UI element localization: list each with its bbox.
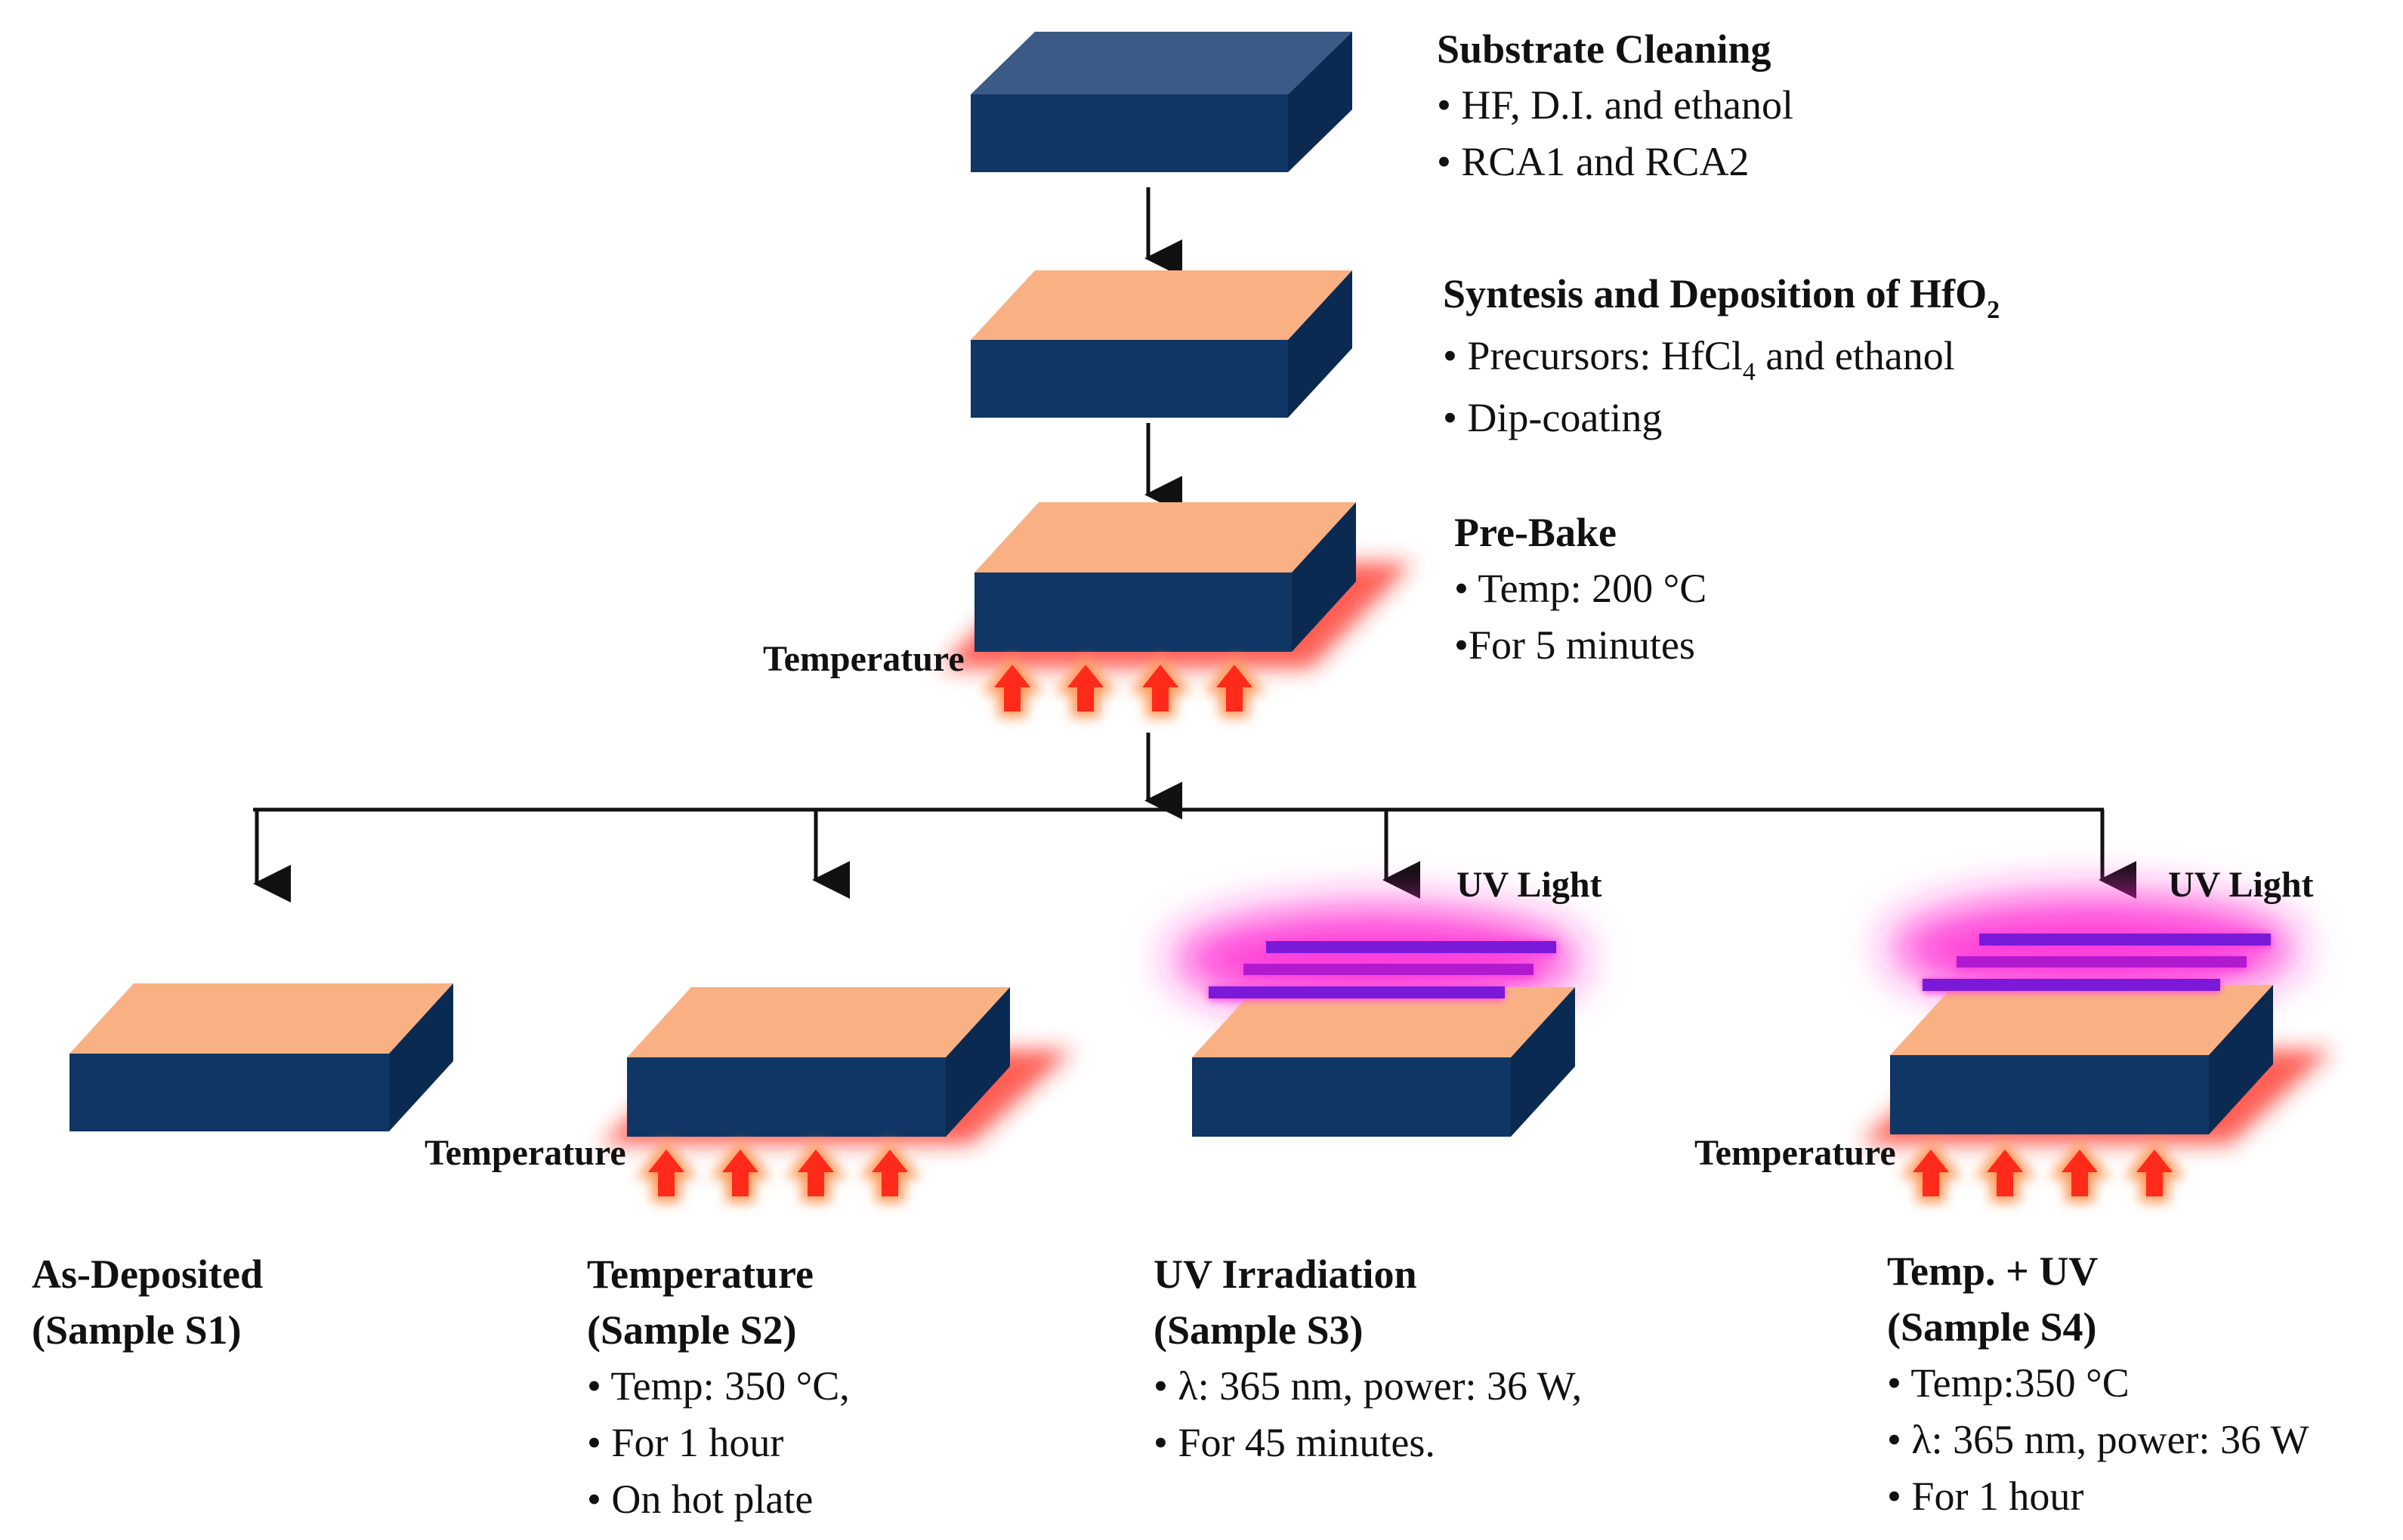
sample-item: • On hot plate — [587, 1477, 814, 1522]
item-text: and ethanol — [1755, 333, 1955, 378]
substrate-top — [971, 32, 1352, 94]
film-top — [69, 983, 453, 1054]
sample-title: As-Deposited — [32, 1251, 263, 1297]
step-title: Pre-Bake — [1454, 510, 1617, 555]
uv-glow — [1172, 906, 1580, 1012]
coated-block-prebake — [974, 502, 1356, 652]
sample-item: • Temp: 350 °C, — [587, 1363, 850, 1409]
film-top — [1890, 985, 2273, 1055]
heat-arrow-icon — [994, 665, 1030, 711]
sample-item: • Temp:350 °C — [1887, 1360, 2130, 1406]
substrate-block — [971, 32, 1352, 172]
sample-s3: UV Irradiation (Sample S3) • λ: 365 nm, … — [1154, 1246, 1582, 1471]
title-text: Syntesis and Deposition of HfO — [1443, 271, 1988, 316]
heat-arrows-s2 — [635, 1140, 921, 1202]
heat-arrow-icon — [1216, 665, 1252, 711]
item-text: • Precursors: HfCl — [1443, 333, 1743, 378]
heat-arrow-icon — [1913, 1150, 1949, 1196]
sample-s4: Temp. + UV (Sample S4) • Temp:350 °C • λ… — [1887, 1243, 2309, 1525]
step-title: Syntesis and Deposition of HfO2 — [1443, 266, 2000, 328]
substrate-front — [69, 1054, 389, 1131]
coated-block-s2 — [627, 987, 1010, 1137]
title-subscript: 2 — [1987, 296, 2000, 324]
film-top — [627, 987, 1010, 1057]
substrate-front — [974, 572, 1292, 652]
uv-lamps-s3 — [1209, 941, 1556, 1000]
uv-lamp — [1957, 956, 2247, 968]
uv-light-label: UV Light — [1456, 865, 1602, 905]
temperature-label: Temperature — [1694, 1133, 1896, 1173]
sample-title: UV Irradiation — [1154, 1251, 1417, 1297]
item-subscript: 4 — [1742, 358, 1756, 386]
step-cleaning: Substrate Cleaning • HF, D.I. and ethano… — [1437, 21, 1793, 190]
heat-arrows-prebake — [981, 655, 1265, 718]
uv-lamp — [1923, 979, 2220, 991]
sample-id: (Sample S1) — [32, 1307, 242, 1353]
film-top — [971, 270, 1352, 340]
substrate-side — [1511, 987, 1575, 1137]
substrate-front — [1890, 1055, 2209, 1134]
heat-arrows-s4 — [1900, 1140, 2185, 1202]
step-item: • HF, D.I. and ethanol — [1437, 82, 1793, 128]
heat-arrow-icon — [872, 1150, 908, 1196]
substrate-front — [627, 1057, 946, 1137]
temperature-label: Temperature — [763, 639, 965, 679]
substrate-side — [1288, 270, 1352, 418]
flow-arrows — [253, 187, 2136, 903]
heat-arrow-icon — [1987, 1150, 2023, 1196]
step-item: • Precursors: HfCl4 and ethanol — [1443, 328, 2000, 390]
heat-arrow-icon — [2136, 1150, 2173, 1196]
step-prebake: Pre-Bake • Temp: 200 °C •For 5 minutes — [1454, 505, 1707, 674]
substrate-front — [971, 340, 1288, 418]
sample-title: Temperature — [587, 1251, 814, 1297]
sample-item: • For 45 minutes. — [1154, 1420, 1435, 1465]
substrate-side — [1292, 502, 1356, 652]
substrate-side — [2209, 985, 2273, 1134]
substrate-front — [971, 94, 1288, 172]
coated-block-s3 — [1192, 987, 1575, 1137]
substrate-front — [1192, 1057, 1511, 1137]
uv-lamps-s4 — [1923, 934, 2271, 992]
step-synthesis: Syntesis and Deposition of HfO2 • Precur… — [1443, 266, 2000, 446]
heat-arrow-icon — [2062, 1150, 2098, 1196]
heat-arrow-icon — [1142, 665, 1178, 711]
heat-arrow-icon — [722, 1150, 758, 1196]
substrate-side — [946, 987, 1010, 1137]
sample-s1: As-Deposited (Sample S1) — [32, 1246, 263, 1358]
sample-s2: Temperature (Sample S2) • Temp: 350 °C, … — [587, 1246, 850, 1528]
sample-title: Temp. + UV — [1887, 1248, 2099, 1294]
heat-arrow-icon — [798, 1150, 834, 1196]
coated-block-synthesis — [971, 270, 1352, 418]
film-top — [1192, 987, 1575, 1057]
sample-item: • For 1 hour — [587, 1420, 784, 1465]
sample-item: • λ: 365 nm, power: 36 W — [1887, 1417, 2309, 1462]
sample-id: (Sample S4) — [1887, 1304, 2097, 1350]
temperature-label: Temperature — [425, 1133, 626, 1173]
step-title: Substrate Cleaning — [1437, 26, 1771, 72]
film-top — [974, 502, 1356, 572]
substrate-side — [389, 983, 453, 1131]
sample-id: (Sample S3) — [1154, 1307, 1364, 1353]
coated-block-s4 — [1890, 985, 2273, 1134]
step-item: • Dip-coating — [1443, 395, 1663, 440]
sample-item: • λ: 365 nm, power: 36 W, — [1154, 1363, 1583, 1409]
sample-id: (Sample S2) — [587, 1307, 797, 1353]
coated-block-s1 — [69, 983, 453, 1131]
substrate-side — [1288, 32, 1352, 172]
step-item: • RCA1 and RCA2 — [1437, 139, 1750, 184]
step-item: • Temp: 200 °C — [1454, 566, 1707, 611]
heat-arrow-icon — [1067, 665, 1104, 711]
uv-lamp — [1209, 986, 1505, 998]
heat-arrow-icon — [648, 1150, 684, 1196]
step-item: •For 5 minutes — [1454, 622, 1695, 668]
uv-lamp — [1979, 934, 2271, 946]
uv-lamp — [1243, 964, 1534, 975]
uv-lamp — [1266, 941, 1556, 953]
uv-light-label: UV Light — [2168, 865, 2314, 905]
sample-item: • For 1 hour — [1887, 1474, 2084, 1519]
